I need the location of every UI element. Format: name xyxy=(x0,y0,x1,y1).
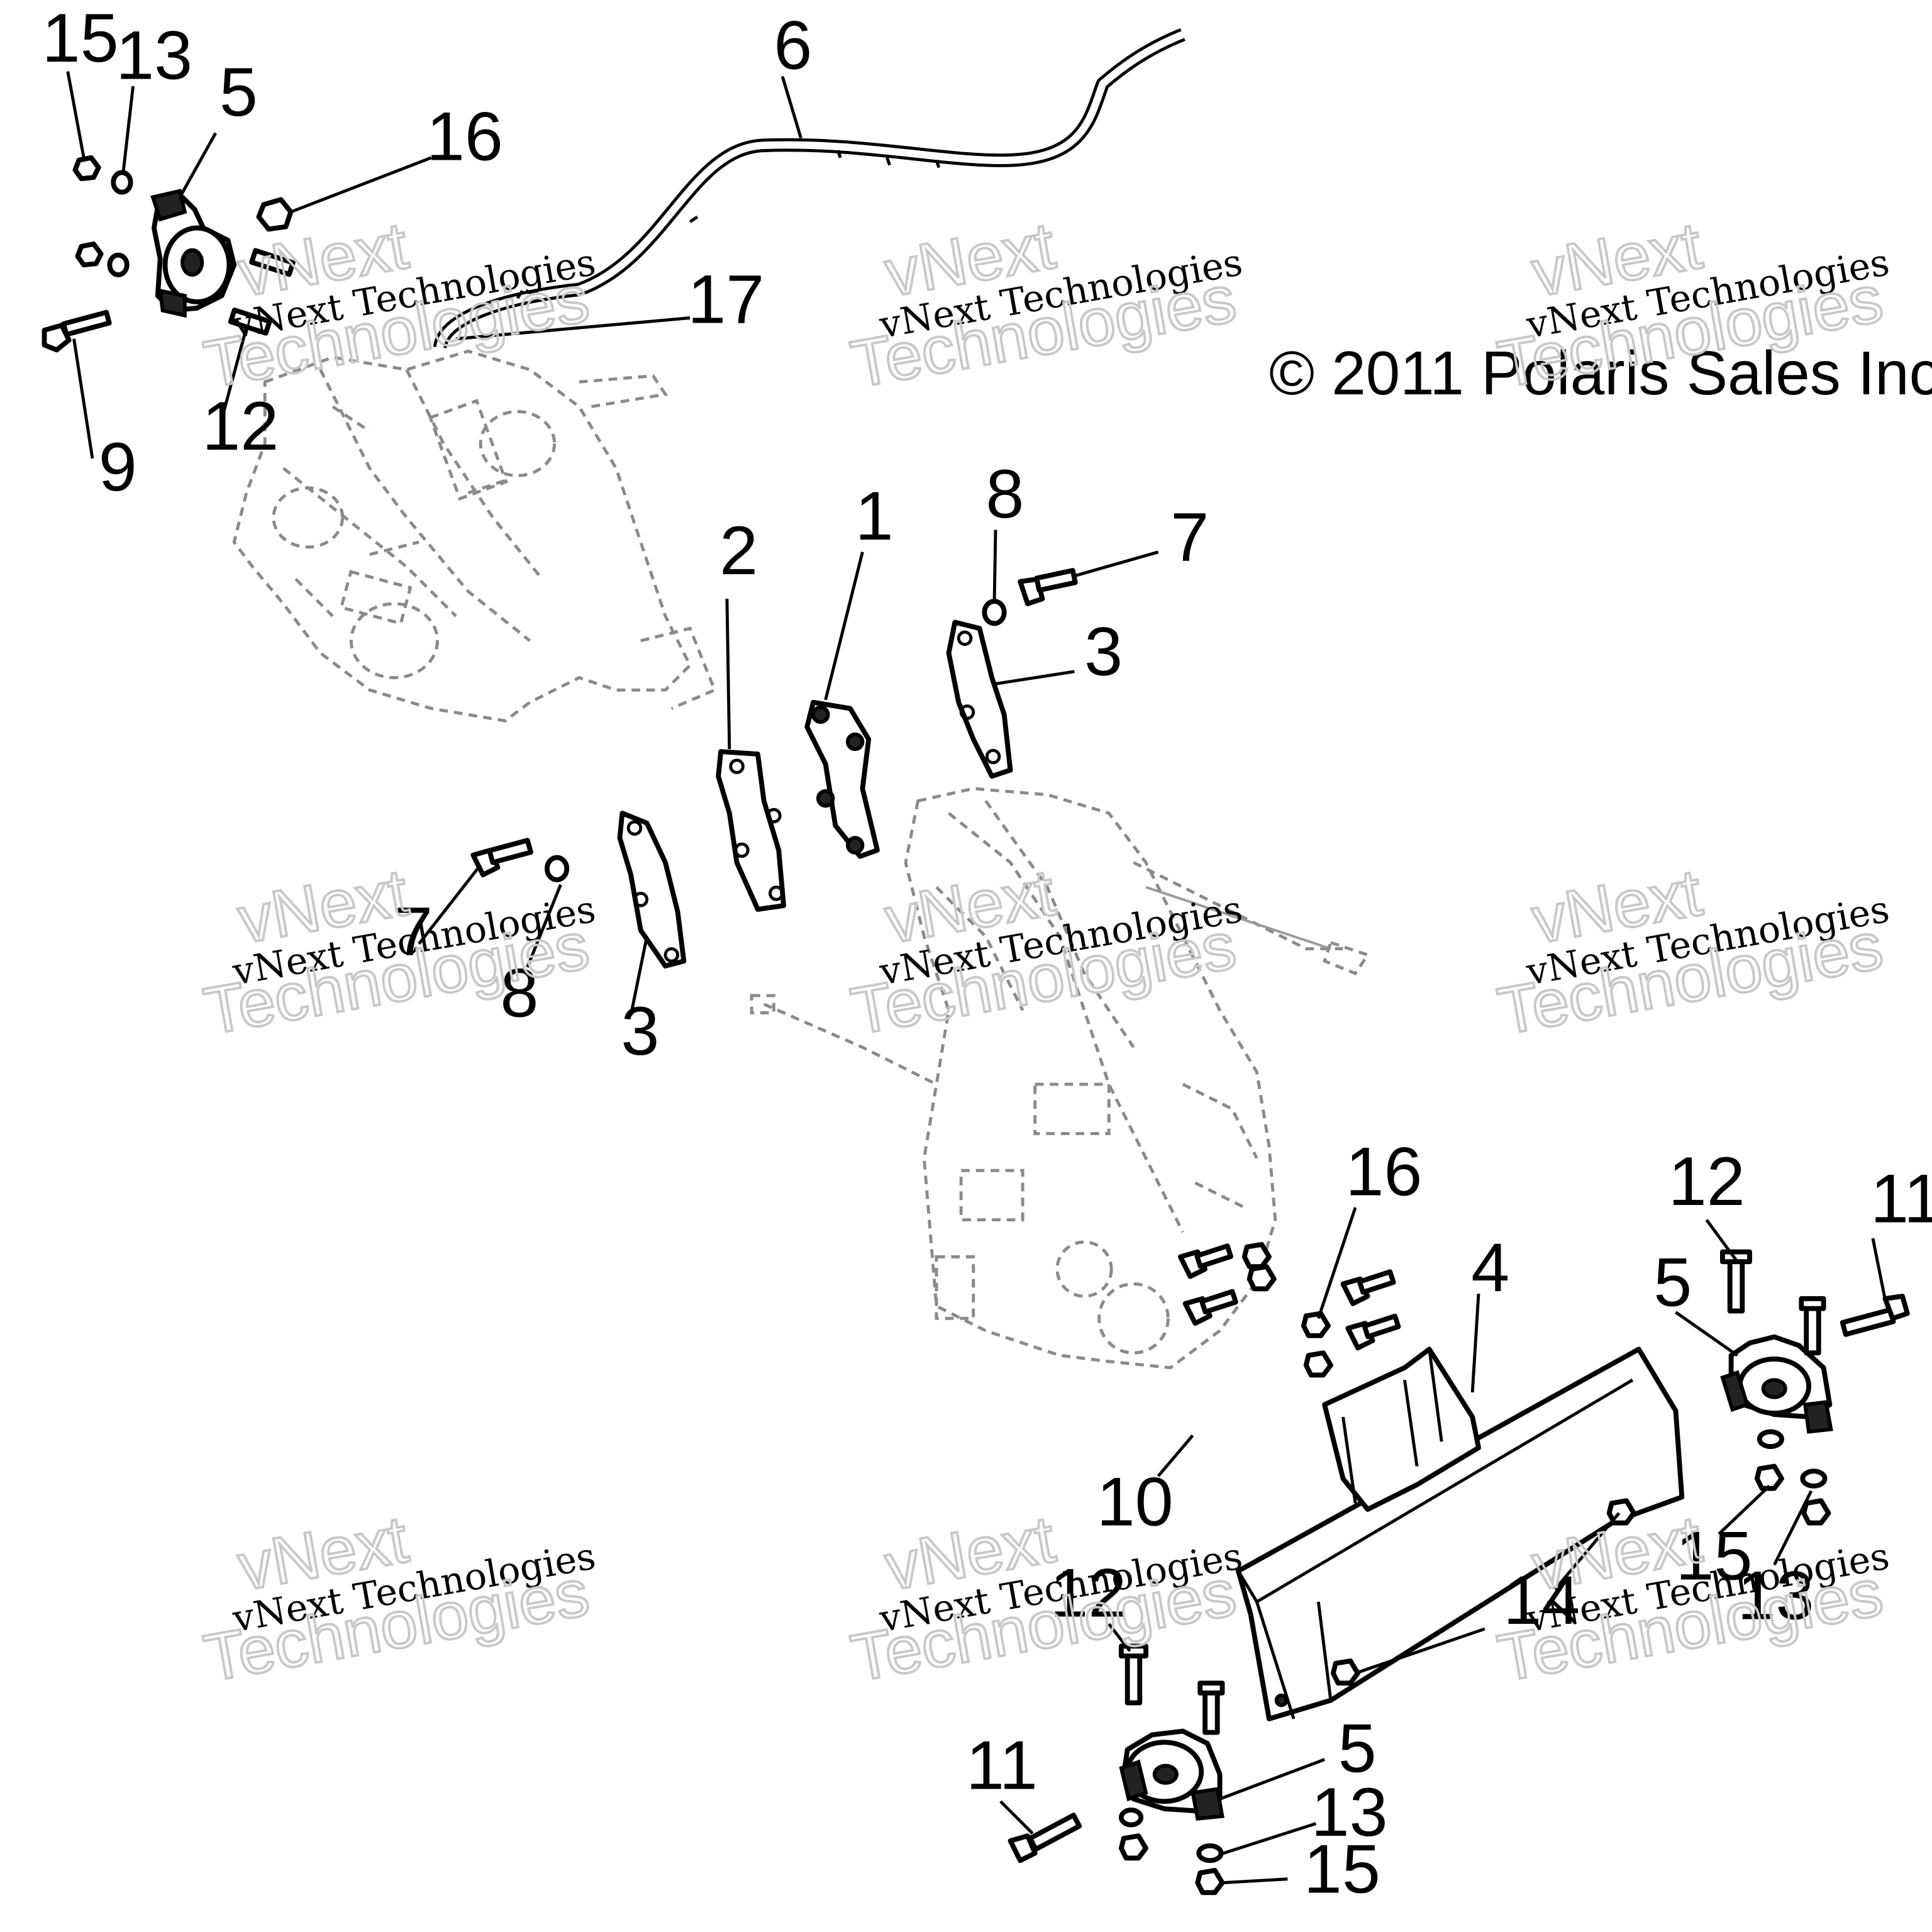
vent-hose-icon xyxy=(433,28,1185,349)
callout-labels: 15 13 5 16 6 17 12 9 1 2 8 7 3 7 8 3 16 … xyxy=(42,0,1932,1907)
bolt-icon xyxy=(1177,1243,1401,1351)
callout-7: 7 xyxy=(1170,499,1209,575)
bolt-icon xyxy=(1720,1249,1910,1356)
callout-3: 3 xyxy=(621,993,659,1070)
callout-5: 5 xyxy=(1653,1245,1692,1321)
watermark: vNext vNext Technologies Technologies xyxy=(197,854,599,1050)
callout-12: 12 xyxy=(1050,1555,1126,1631)
washer-icon xyxy=(1757,1429,1828,1489)
callout-11: 11 xyxy=(966,1728,1038,1804)
crossmember-icon xyxy=(1236,1346,1685,1721)
nut-icon xyxy=(75,242,104,268)
nut-icon xyxy=(1118,1833,1225,1896)
callout-1: 1 xyxy=(855,478,894,555)
watermark: vNext vNext Technologies Technologies xyxy=(845,207,1246,403)
nut-icon xyxy=(72,155,101,181)
washer-icon xyxy=(111,170,133,195)
callout-10: 10 xyxy=(1097,1463,1174,1540)
callout-5: 5 xyxy=(219,54,258,131)
engine-outline-icon xyxy=(750,787,1370,1370)
callout-4: 4 xyxy=(1471,1230,1509,1306)
callout-15: 15 xyxy=(42,0,119,77)
bracket-plate-icon xyxy=(946,619,1013,779)
bracket-plate-icon xyxy=(804,699,880,859)
watermark: vNext vNext Technologies Technologies xyxy=(197,207,599,403)
engine-mount-icon xyxy=(150,189,237,318)
callout-5: 5 xyxy=(1338,1710,1377,1787)
transmission-outline-icon xyxy=(232,349,717,723)
callout-9: 9 xyxy=(99,429,137,506)
callout-2: 2 xyxy=(719,513,758,589)
callout-13: 13 xyxy=(1311,1774,1388,1851)
washer-icon xyxy=(544,599,1007,882)
callout-13: 13 xyxy=(1737,1557,1814,1634)
watermark: vNext vNext Technologies Technologies xyxy=(1491,854,1892,1050)
bolt-icon xyxy=(42,248,296,353)
callout-17: 17 xyxy=(687,261,764,338)
callout-16: 16 xyxy=(426,99,503,175)
bolt-icon xyxy=(1008,1643,1225,1863)
callout-13: 13 xyxy=(116,17,192,94)
copyright-notice: © 2011 Polaris Sales Inc. xyxy=(1269,338,1932,408)
washer-icon xyxy=(107,252,130,277)
callout-12: 12 xyxy=(202,388,279,465)
bolt-icon xyxy=(470,568,1078,877)
watermark: vNext vNext Technologies Technologies xyxy=(197,1501,599,1697)
callout-8: 8 xyxy=(985,456,1024,533)
nut-icon xyxy=(256,197,294,232)
nut-icon xyxy=(1754,1463,1831,1526)
callout-15: 15 xyxy=(1304,1831,1380,1907)
watermark: vNext vNext Technologies Technologies xyxy=(845,1501,1246,1697)
callout-8: 8 xyxy=(500,955,538,1031)
callout-11: 11 xyxy=(1870,1161,1932,1238)
engine-mount-icon xyxy=(1720,1334,1833,1434)
engine-mount-icon xyxy=(1119,1728,1224,1821)
callout-6: 6 xyxy=(774,8,812,84)
watermark: vNext vNext Technologies Technologies xyxy=(845,854,1246,1050)
callout-16: 16 xyxy=(1345,1133,1422,1210)
callout-7: 7 xyxy=(394,893,433,970)
bracket-plate-icon xyxy=(716,749,786,912)
callout-12: 12 xyxy=(1668,1143,1745,1220)
callout-15: 15 xyxy=(1675,1518,1752,1595)
leader-lines xyxy=(66,71,1887,1885)
callout-3: 3 xyxy=(1084,614,1123,691)
bracket-plate-icon xyxy=(617,811,687,969)
callout-14: 14 xyxy=(1503,1562,1580,1639)
